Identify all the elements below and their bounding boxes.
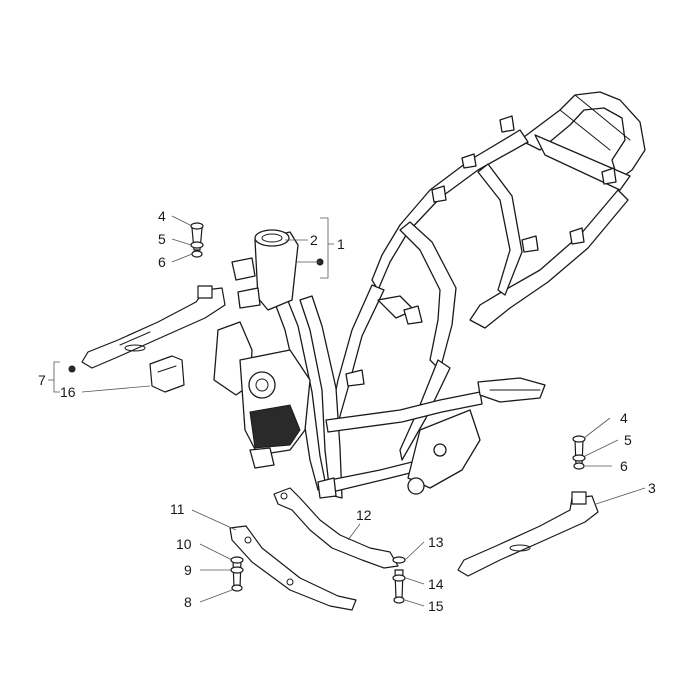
callout-6-right: 6 bbox=[620, 458, 628, 474]
bolt-set-left bbox=[190, 222, 204, 258]
callout-5-right: 5 bbox=[624, 432, 632, 448]
leader-lines bbox=[48, 215, 646, 607]
bolt-set-right bbox=[572, 435, 586, 470]
callout-13: 13 bbox=[428, 534, 444, 550]
callout-12: 12 bbox=[356, 507, 372, 523]
callout-1: 1 bbox=[337, 236, 345, 252]
marker-dot-footrest bbox=[68, 365, 76, 373]
left-lower-footrest-bar bbox=[229, 525, 357, 611]
callout-4-right: 4 bbox=[620, 410, 628, 426]
callout-8: 8 bbox=[184, 594, 192, 610]
callout-14: 14 bbox=[428, 576, 444, 592]
callout-3: 3 bbox=[648, 480, 656, 496]
callout-9: 9 bbox=[184, 562, 192, 578]
callout-16: 16 bbox=[60, 384, 76, 400]
left-upper-footrest-bar bbox=[81, 285, 226, 369]
scooter-frame bbox=[213, 91, 646, 499]
bolt-set-lower-left bbox=[230, 556, 244, 592]
callout-7: 7 bbox=[38, 372, 46, 388]
callout-4-left: 4 bbox=[158, 208, 166, 224]
callout-15: 15 bbox=[428, 598, 444, 614]
small-mounting-bracket bbox=[149, 355, 185, 393]
callout-11: 11 bbox=[170, 501, 185, 517]
callout-10: 10 bbox=[176, 536, 192, 552]
callout-5-left: 5 bbox=[158, 231, 166, 247]
callout-labels: 1 2 3 4 5 6 4 5 6 7 8 9 10 11 12 13 14 1… bbox=[38, 208, 656, 614]
callout-6-left: 6 bbox=[158, 254, 166, 270]
right-footrest-bar bbox=[457, 491, 599, 577]
bolt-set-lower-center bbox=[392, 556, 406, 604]
callout-2: 2 bbox=[310, 232, 318, 248]
floor-cross-brace bbox=[273, 487, 399, 569]
